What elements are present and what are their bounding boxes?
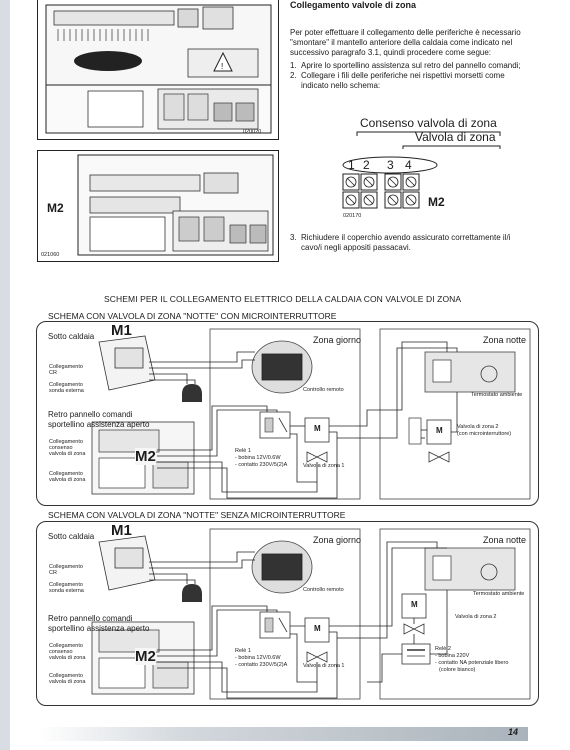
schema2-valvola1: Valvola di zona 1: [303, 663, 345, 669]
terminal-figure-code: 020170: [343, 213, 362, 219]
schema1-rele-line-3: - contatto 230V/5(2)A: [235, 462, 288, 468]
schema2-rele-line-2: - bobina 12V/0.6W: [235, 655, 281, 661]
schema1-m2: M2: [135, 448, 156, 465]
step-3: 3. Richiudere il coperchio avendo assicu…: [290, 233, 511, 252]
schema1-sportellino: sportellino assistenza aperto: [48, 420, 150, 429]
schema1-m-box-1: M: [314, 424, 321, 433]
schema2-rele-line-3: - contatto 230V/5(2)A: [235, 662, 288, 668]
instruction-steps: 1.Aprire lo sportellino assistenza sul r…: [290, 61, 530, 91]
schema2-diagram: Sotto caldaia M1 Collegamento CR Collega…: [36, 521, 539, 706]
schemes-section-title: SCHEMI PER IL COLLEGAMENTO ELETTRICO DEL…: [104, 294, 462, 304]
m2-panel-drawing: [77, 154, 274, 256]
footer-bar: [38, 727, 528, 741]
terminal-number-1: 1: [348, 158, 355, 172]
step-1: 1.Aprire lo sportellino assistenza sul r…: [290, 61, 521, 70]
schema1-controllo-remoto: Controllo remoto: [303, 387, 344, 393]
boiler-drawing: !: [45, 4, 272, 134]
schema2-rele2-line-3: - contatto NA potenziale libero: [435, 660, 509, 666]
terminal-number-4: 4: [405, 158, 412, 172]
schema2-sportellino: sportellino assistenza aperto: [48, 624, 150, 633]
terminal-wiring-drawing: [342, 131, 501, 209]
schema2-controllo-remoto: Controllo remoto: [303, 587, 344, 593]
schema2-termostato: Termostato ambiente: [473, 591, 525, 597]
schema2-sotto-caldaia: Sotto caldaia: [48, 532, 95, 541]
schema2-coll-valvola: Collegamento valvola di zona: [49, 673, 86, 685]
schema1-zona-notte: Zona notte: [483, 335, 527, 345]
figure-code: 020020: [243, 129, 262, 135]
schema2-title: SCHEMA CON VALVOLA DI ZONA "NOTTE" SENZA…: [48, 510, 346, 520]
intro-paragraph: Per poter effettuare il collegamento del…: [290, 28, 521, 57]
terminal-number-2: 2: [363, 158, 370, 172]
schema1-coll-sonda: Collegamento sonda esterna: [49, 382, 84, 394]
schema2-coll-cr: Collegamento CR: [49, 564, 83, 576]
step-2: 2.Collegare i fili delle periferiche nei…: [290, 71, 505, 90]
page-edge-strip: [0, 0, 10, 750]
schema1-m1: M1: [111, 322, 132, 339]
schema1-coll-cr: Collegamento CR: [49, 364, 83, 376]
schema2-m-box-2: M: [411, 600, 418, 609]
schema2-rele2-line-4: (colore bianco): [439, 667, 476, 673]
schema2-rele2-line-2: - bobina 220V: [435, 653, 470, 659]
schema1-rele-line-2: - bobina 12V/0.6W: [235, 455, 281, 461]
schema1-coll-consenso: Collegamento consenso valvola di zona: [49, 439, 86, 457]
schema1-zona-giorno: Zona giorno: [313, 335, 362, 345]
page-number: 14: [508, 727, 519, 737]
schema1-valvola2-line-1: Valvola di zona 2: [457, 424, 499, 430]
schema2-coll-consenso: Collegamento consenso valvola di zona: [49, 643, 86, 661]
schema1-coll-valvola: Collegamento valvola di zona: [49, 471, 86, 483]
schema1-termostato: Termostato ambiente: [471, 392, 523, 398]
valvola-label: Valvola di zona: [415, 130, 496, 144]
terminal-m2-label: M2: [428, 195, 445, 209]
m2-panel-figure: M2 021060: [37, 150, 279, 262]
schema1-m-box-2: M: [436, 426, 443, 435]
schema2-coll-sonda: Collegamento sonda esterna: [49, 582, 84, 594]
section-heading: Collegamento valvole di zona: [290, 0, 417, 10]
svg-text:!: !: [221, 62, 223, 71]
schema1-valvola2-line-2: (con microinterruttore): [457, 431, 512, 437]
schema1-sotto-caldaia: Sotto caldaia: [48, 332, 95, 341]
schema2-zona-giorno: Zona giorno: [313, 535, 362, 545]
schema2-retro: Retro pannello comandi: [48, 614, 133, 623]
schema1-retro: Retro pannello comandi: [48, 410, 133, 419]
schema1-valvola1: Valvola di zona 1: [303, 463, 345, 469]
schema2-m1: M1: [111, 522, 132, 539]
schema1-rele-line-1: Relè 1: [235, 448, 251, 454]
boiler-figure: ! 020020: [37, 0, 279, 140]
consenso-label: Consenso valvola di zona: [360, 116, 497, 130]
schema2-valvola2: Valvola di zona 2: [455, 614, 497, 620]
m2-label: M2: [47, 201, 64, 215]
m2-figure-code: 021060: [41, 252, 60, 258]
schema2-rele-line-1: Relè 1: [235, 648, 251, 654]
schema1-title: SCHEMA CON VALVOLA DI ZONA "NOTTE" CON M…: [48, 311, 337, 321]
terminal-number-3: 3: [387, 158, 394, 172]
schema2-m-box-1: M: [314, 624, 321, 633]
schema2-rele2-line-1: Relè 2: [435, 646, 451, 652]
schema2-zona-notte: Zona notte: [483, 535, 527, 545]
schema2-m2: M2: [135, 648, 156, 665]
schema1-diagram: Sotto caldaia M1 Collegamento CR Collega…: [36, 321, 539, 506]
